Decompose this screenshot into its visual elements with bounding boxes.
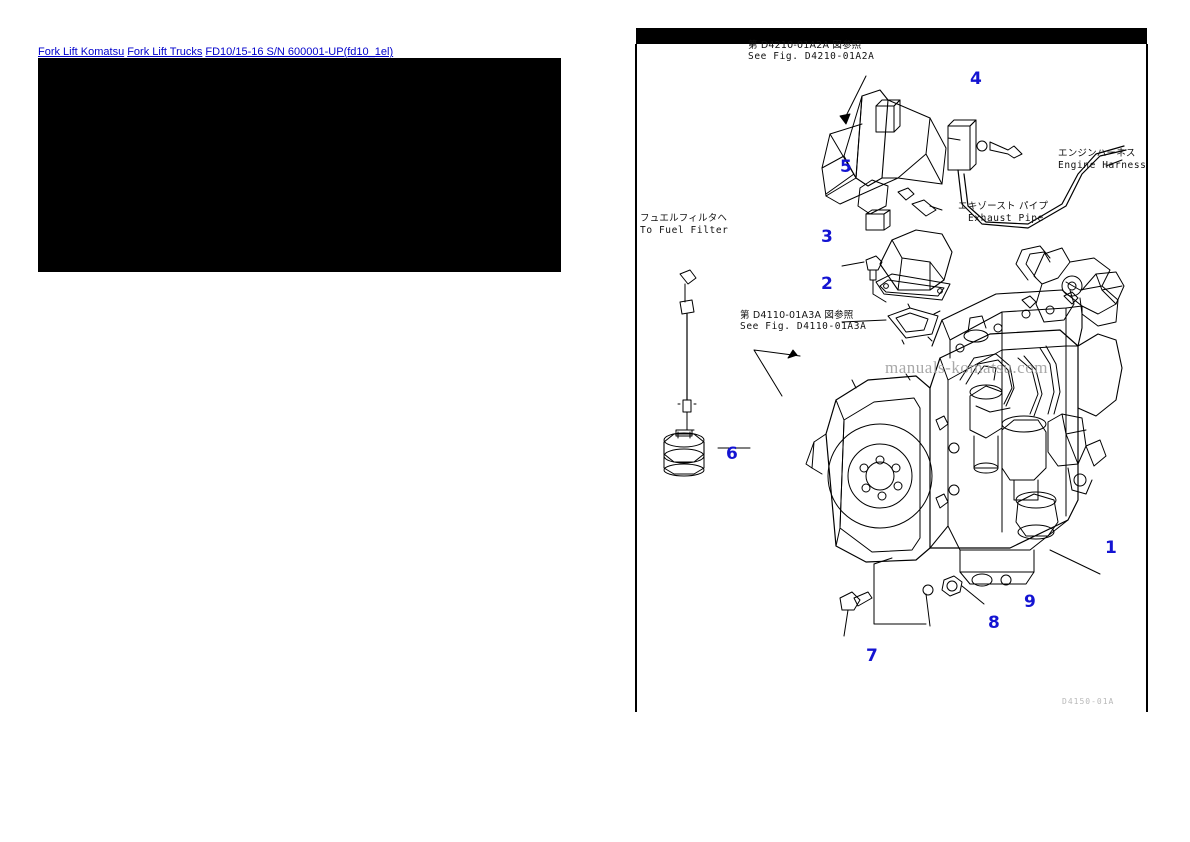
callout-3[interactable]: 3 — [821, 227, 833, 247]
mounting-hardware — [839, 549, 1101, 637]
parts-diagram-panel — [630, 28, 1150, 718]
ref-d4210-en: See Fig. D4210-01A2A — [748, 51, 875, 62]
callout-6[interactable]: 6 — [726, 444, 738, 464]
label-engine-harness-jp: エンジンハーネス — [1058, 148, 1136, 159]
label-fuel-filter-jp: フュエルフィルタヘ — [640, 213, 728, 224]
fuel-pipe-assembly — [663, 269, 705, 477]
engine-assembly-drawing — [663, 75, 1127, 637]
callout-4[interactable]: 4 — [970, 69, 982, 89]
engine-block — [805, 245, 1125, 587]
bracket-assembly — [821, 89, 1127, 231]
label-exhaust-pipe-jp: エキゾースト パイプ — [958, 201, 1049, 212]
diagram-top-bar — [636, 28, 1147, 44]
ref-d4210-jp: 第 D4210-01A2A 図参照 — [748, 40, 862, 51]
exhaust-pipe-assembly — [865, 229, 953, 345]
breadcrumb-link-model[interactable]: FD10/15-16 S/N 600001-UP(fd10_1el) — [205, 46, 394, 58]
label-fuel-filter-en: To Fuel Filter — [640, 225, 729, 236]
figure-code: D4150-01A — [1062, 697, 1115, 706]
callout-7[interactable]: 7 — [866, 646, 878, 666]
callout-9[interactable]: 9 — [1024, 592, 1036, 612]
callout-5[interactable]: 5 — [840, 157, 852, 177]
blank-content-placeholder — [38, 58, 561, 272]
leader-lines — [717, 75, 961, 449]
breadcrumb-link-fork-lift-trucks[interactable]: Fork Lift Trucks — [127, 46, 203, 58]
callout-1[interactable]: 1 — [1105, 538, 1117, 558]
label-engine-harness-en: Engine Harness — [1058, 160, 1147, 171]
ref-d4110-jp: 第 D4110-01A3A 図参照 — [740, 310, 854, 321]
callout-2[interactable]: 2 — [821, 274, 833, 294]
diagram-right-border — [1146, 44, 1148, 712]
callout-8[interactable]: 8 — [988, 613, 1000, 633]
breadcrumb-link-fork-lift-komatsu[interactable]: Fork Lift Komatsu — [38, 46, 125, 58]
label-exhaust-pipe-en: Exhaust Pipe — [968, 213, 1044, 224]
diagram-left-border — [635, 44, 637, 712]
ref-d4110-en: See Fig. D4110-01A3A — [740, 321, 867, 332]
